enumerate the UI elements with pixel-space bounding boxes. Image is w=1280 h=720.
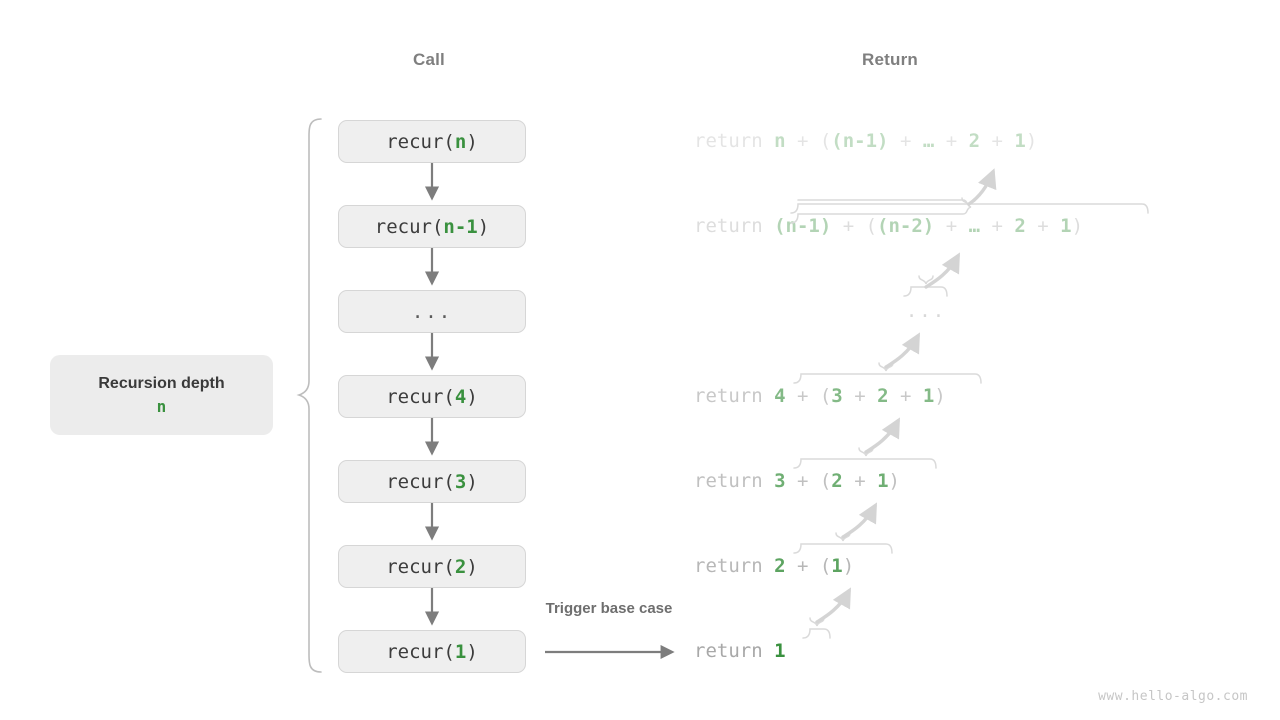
return-line-n-1: return (n-1) + ((n-2) + … + 2 + 1) [694, 215, 1084, 237]
trigger-base-case-label: Trigger base case [545, 600, 673, 617]
return-line-2: return 2 + (1) [694, 555, 855, 577]
call-box-recur-3[interactable]: recur(3) [338, 460, 526, 503]
column-header-call: Call [413, 50, 445, 69]
call-box-recur-n-1[interactable]: recur(n-1) [338, 205, 526, 248]
return-keyword: return [694, 215, 775, 237]
return-keyword: return [694, 555, 775, 577]
call-box-recur-n[interactable]: recur(n) [338, 120, 526, 163]
call-box-text: ... [411, 300, 453, 323]
return-keyword: return [694, 130, 775, 152]
recursion-depth-card: Recursion depth n [50, 355, 273, 435]
call-box-ellipsis[interactable]: ... [338, 290, 526, 333]
watermark: www.hello-algo.com [1098, 689, 1248, 704]
call-box-recur-1[interactable]: recur(1) [338, 630, 526, 673]
call-box-text: recur(n) [386, 130, 478, 153]
recursion-depth-title: Recursion depth [98, 374, 225, 392]
recursion-depth-value: n [156, 396, 167, 416]
return-line-n: return n + ((n-1) + … + 2 + 1) [694, 130, 1038, 152]
call-box-recur-4[interactable]: recur(4) [338, 375, 526, 418]
recursion-depth-brace [296, 118, 322, 673]
column-header-return: Return [862, 50, 918, 69]
call-box-text: recur(3) [386, 470, 478, 493]
call-box-text: recur(n-1) [374, 215, 490, 238]
call-box-text: recur(4) [386, 385, 478, 408]
return-line-4: return 4 + (3 + 2 + 1) [694, 385, 946, 407]
return-line-3: return 3 + (2 + 1) [694, 470, 900, 492]
call-box-text: recur(2) [386, 555, 478, 578]
call-box-recur-2[interactable]: recur(2) [338, 545, 526, 588]
return-line-1: return 1 [694, 640, 786, 662]
return-keyword: return [694, 640, 775, 662]
return-keyword: return [694, 470, 775, 492]
return-line-ellipsis: ... [905, 300, 947, 322]
call-box-text: recur(1) [386, 640, 478, 663]
return-keyword: return [694, 385, 775, 407]
